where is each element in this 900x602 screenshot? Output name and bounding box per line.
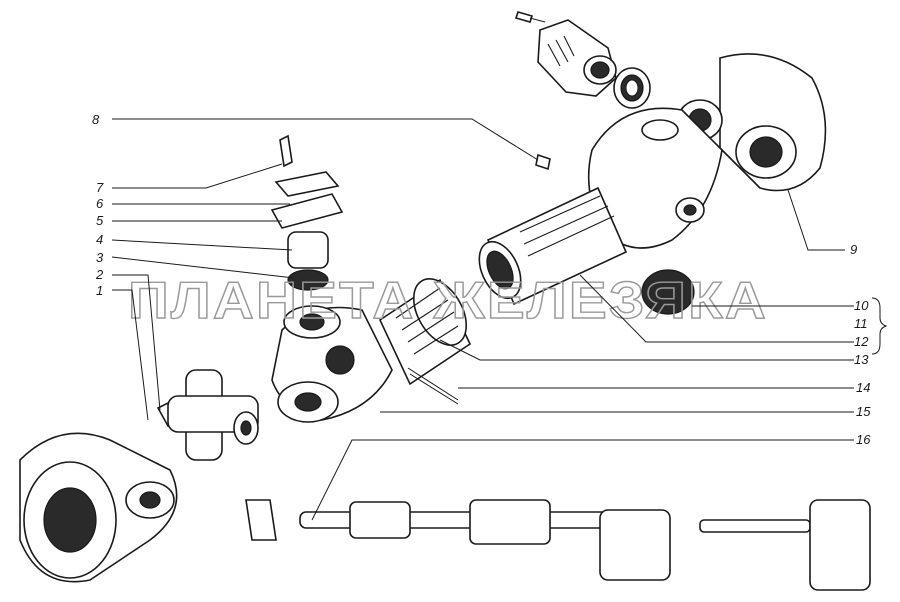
callout-14: 14 — [856, 380, 870, 395]
seal-ring — [613, 67, 651, 109]
callout-13: 13 — [854, 352, 869, 367]
callout-12: 12 — [854, 334, 869, 349]
callout-3: 3 — [96, 250, 104, 265]
universal-joint-cross — [156, 369, 259, 461]
mounting-bracket — [514, 11, 617, 97]
callout-16: 16 — [856, 432, 871, 447]
driveline-overview — [245, 499, 871, 591]
callout-6: 6 — [96, 196, 104, 211]
cotter-pin — [407, 367, 459, 405]
plug-disc — [641, 269, 695, 315]
callout-10: 10 — [854, 298, 869, 313]
callout-7: 7 — [96, 180, 104, 195]
flange-yoke — [19, 432, 178, 583]
callout-5: 5 — [96, 213, 104, 228]
callout-bracket — [871, 297, 888, 355]
callout-15: 15 — [856, 404, 871, 419]
bearing-stack — [270, 134, 344, 291]
callout-1: 1 — [96, 283, 103, 298]
callout-8: 8 — [92, 112, 100, 127]
callout-4: 4 — [96, 232, 103, 247]
callout-2: 2 — [95, 267, 104, 282]
callout-11: 11 — [854, 316, 868, 331]
callout-labels: 8 7 6 5 4 3 2 1 9 10 11 12 13 14 15 16 — [92, 112, 871, 447]
flange-yoke-assembly — [478, 53, 827, 306]
watermark: ПЛАНЕТА ЖЕЛЕЗЯКА — [128, 272, 768, 330]
callout-9: 9 — [850, 242, 857, 257]
sliding-yoke — [271, 278, 472, 423]
leader-lines — [111, 118, 854, 521]
